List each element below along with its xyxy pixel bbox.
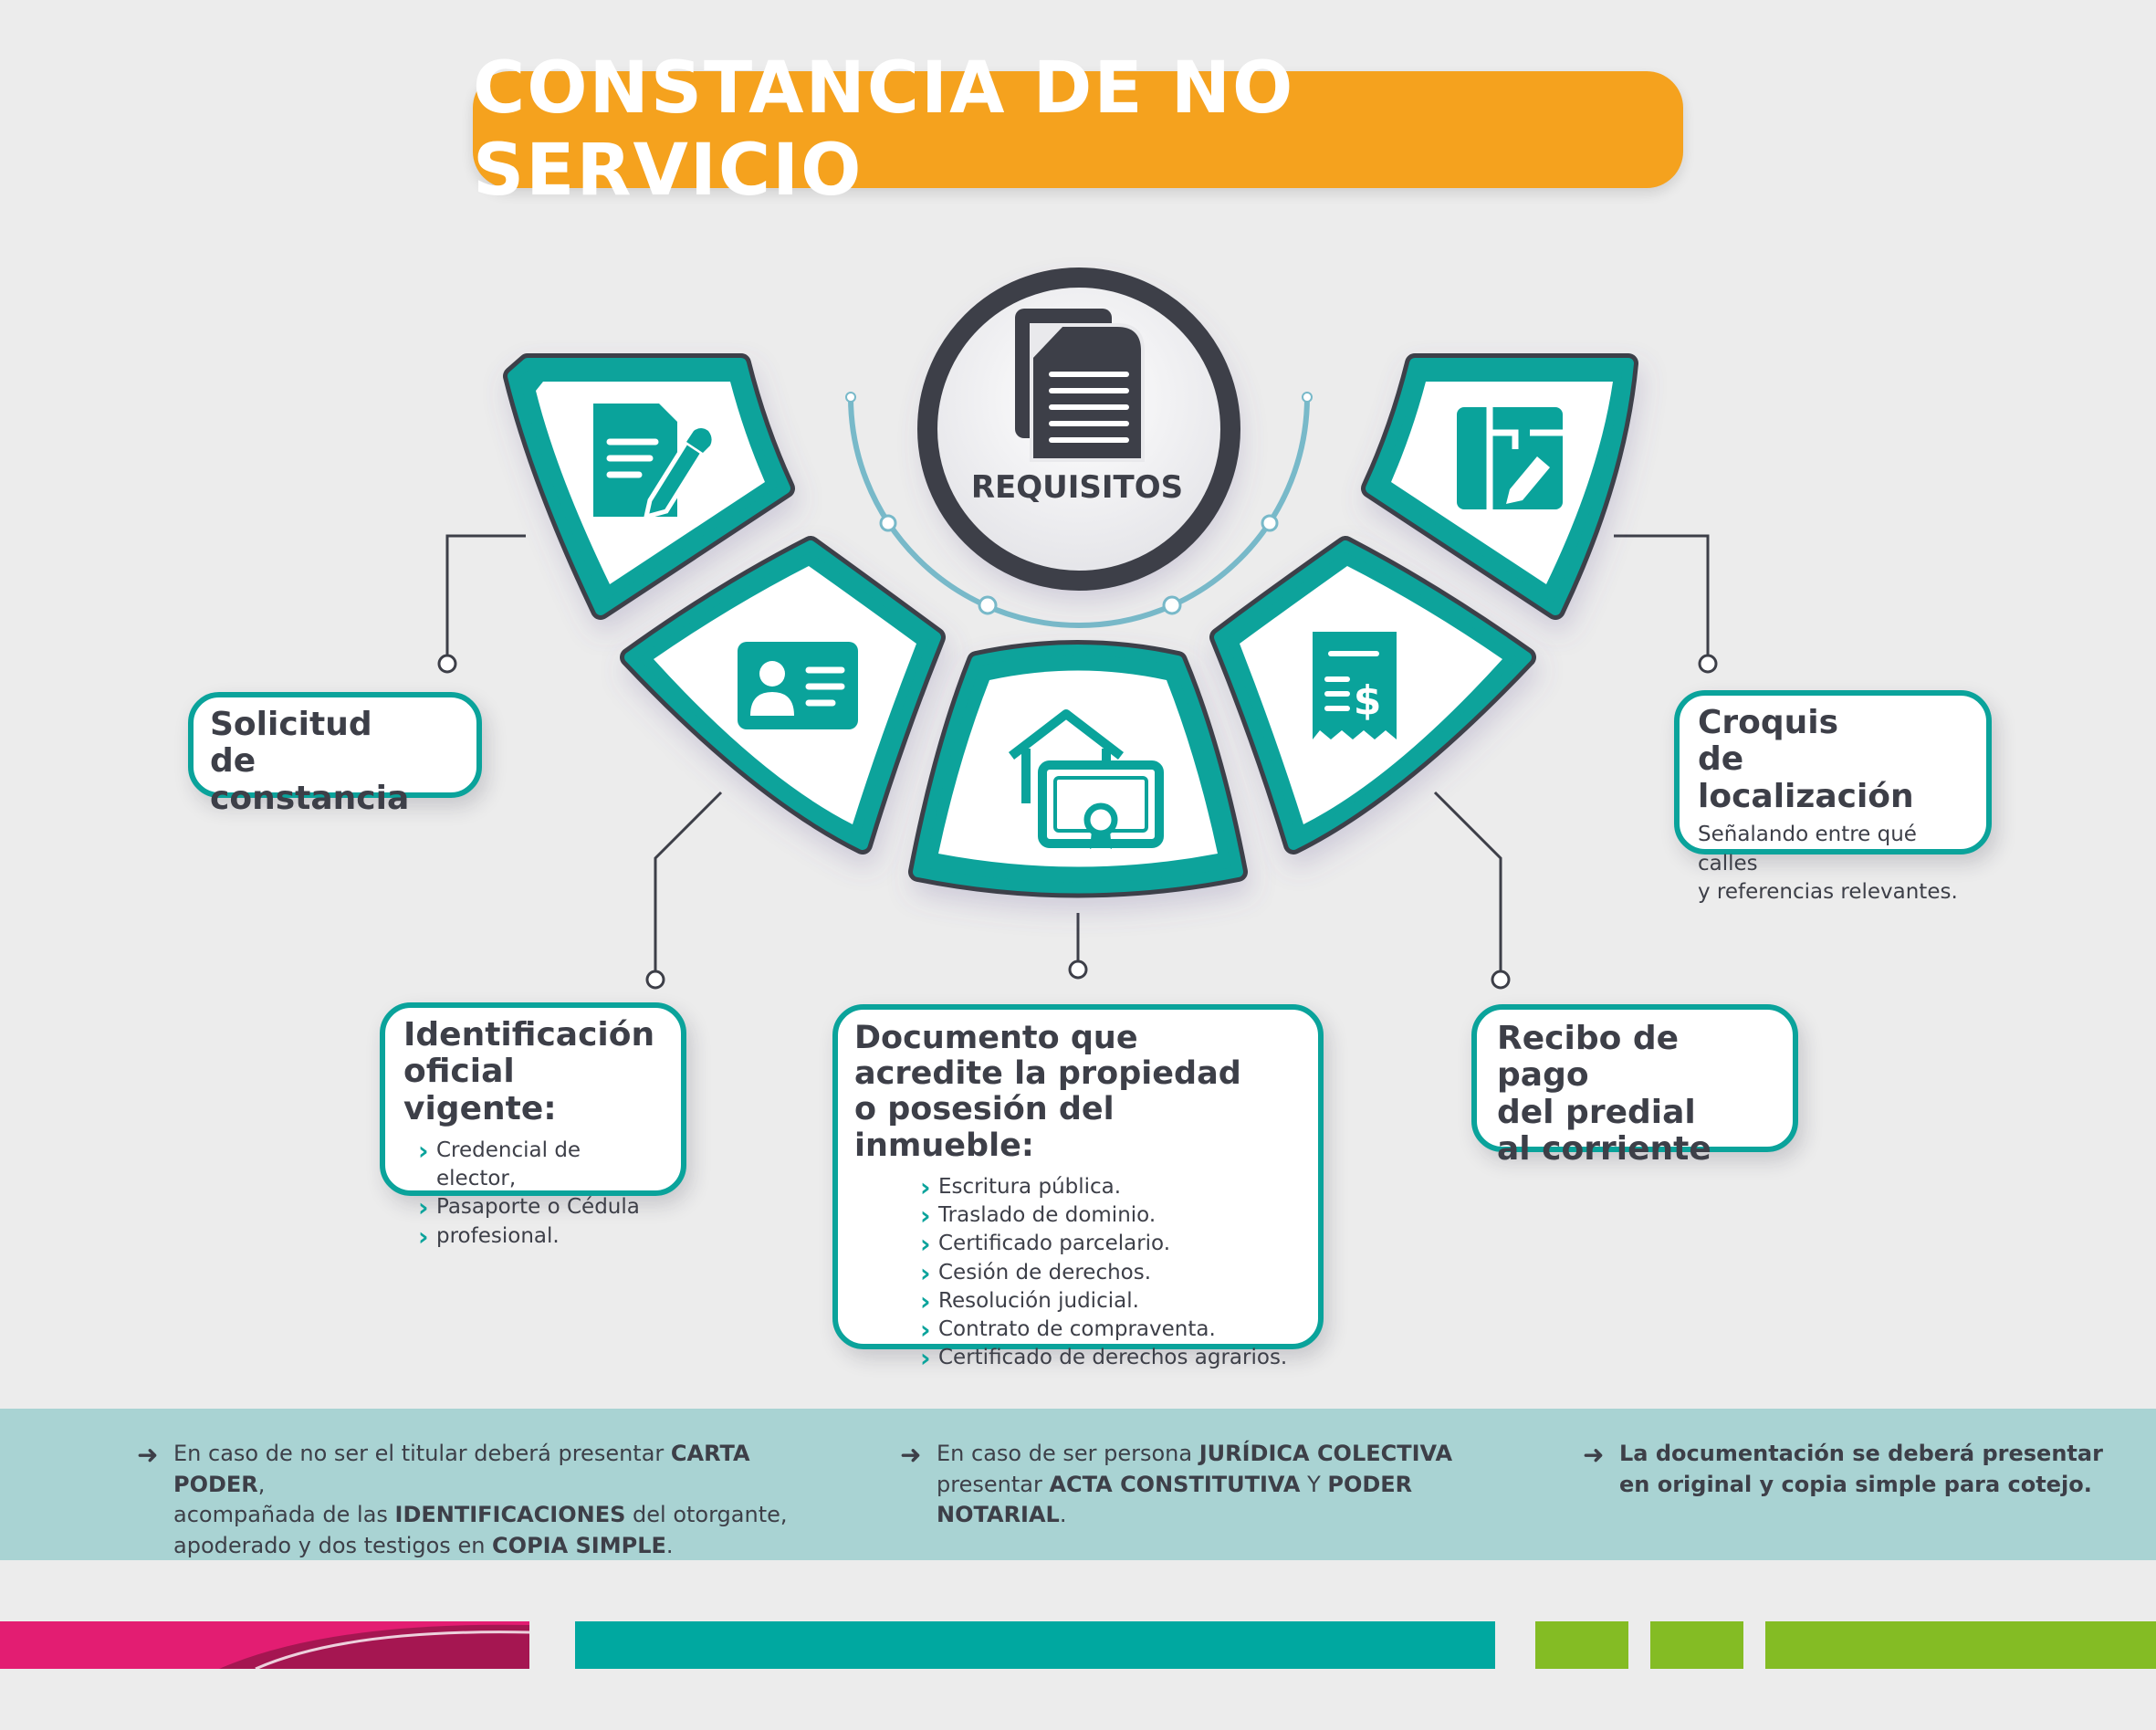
hub-label: REQUISITOS bbox=[970, 469, 1184, 506]
list-item: Contrato de compraventa. bbox=[918, 1313, 1302, 1347]
note-line: apoderado y dos testigos en COPIA SIMPLE… bbox=[173, 1532, 674, 1558]
list-item: Certificado parcelario. bbox=[918, 1227, 1302, 1262]
note-line: acompañada de las IDENTIFICACIONES del o… bbox=[173, 1502, 788, 1528]
card-subtitle: Señalando entre qué calles y referencias… bbox=[1698, 822, 1958, 905]
card-title: Croquis de localización bbox=[1698, 704, 1914, 815]
card-documento: Documento que acredite la propiedad o po… bbox=[832, 1004, 1324, 1377]
card-croquis: Croquis de localización Señalando entre … bbox=[1674, 690, 1992, 904]
hub-arc bbox=[845, 392, 1313, 628]
list-item: Pasaporte o Cédula bbox=[416, 1190, 663, 1225]
list-item: Escritura pública. bbox=[918, 1170, 1302, 1205]
stripe-lime-3 bbox=[1765, 1621, 2156, 1669]
card-solicitud: Solicitud de constancia bbox=[188, 692, 482, 816]
receipt-icon: $ bbox=[1313, 632, 1397, 739]
house-certificate-icon bbox=[1008, 709, 1164, 849]
form-pen-icon bbox=[593, 404, 712, 520]
connector-lines bbox=[437, 534, 1718, 990]
stripe-lime-1 bbox=[1535, 1621, 1628, 1669]
footer-notes-band bbox=[0, 1409, 2156, 1560]
id-card-icon bbox=[738, 642, 858, 729]
stripe-lime-2 bbox=[1650, 1621, 1743, 1669]
map-pencil-icon bbox=[1457, 407, 1563, 509]
stripe-teal bbox=[575, 1621, 1495, 1669]
note-persona-juridica: ➜ En caso de ser persona JURÍDICA COLECT… bbox=[900, 1439, 1521, 1531]
stripe-magenta bbox=[0, 1621, 529, 1669]
card-list: Credencial de elector, Pasaporte o Cédul… bbox=[416, 1134, 663, 1254]
list-item: Resolución judicial. bbox=[918, 1284, 1302, 1319]
svg-text:$: $ bbox=[1354, 677, 1382, 724]
list-item: Cesión de derechos. bbox=[918, 1256, 1302, 1291]
arrow-right-icon: ➜ bbox=[1583, 1440, 1605, 1470]
card-title: Recibo de pago del predial al corriente bbox=[1497, 1020, 1711, 1168]
note-line: en original y copia simple para cotejo. bbox=[1619, 1471, 2092, 1497]
note-line: En caso de no ser el titular deberá pres… bbox=[173, 1441, 750, 1497]
note-carta-poder: ➜ En caso de no ser el titular deberá pr… bbox=[137, 1439, 831, 1561]
list-item: Certificado de derechos agrarios. bbox=[918, 1341, 1302, 1376]
arrow-right-icon: ➜ bbox=[137, 1440, 159, 1470]
card-identificacion: Identificación oficial vigente: Credenci… bbox=[380, 1002, 686, 1254]
list-item: profesional. bbox=[416, 1220, 663, 1254]
arrow-right-icon: ➜ bbox=[900, 1440, 922, 1470]
card-title: Solicitud de constancia bbox=[210, 706, 410, 817]
list-item: Credencial de elector, bbox=[416, 1134, 663, 1194]
card-title: Documento que acredite la propiedad o po… bbox=[854, 1020, 1241, 1164]
note-line: En caso de ser persona JURÍDICA COLECTIV… bbox=[937, 1441, 1453, 1466]
note-line: presentar ACTA CONSTITUTIVA Y PODER NOTA… bbox=[937, 1471, 1413, 1528]
note-documentacion: ➜ La documentación se deberá presentar e… bbox=[1583, 1439, 2130, 1500]
list-item: Traslado de dominio. bbox=[918, 1199, 1302, 1233]
card-recibo: Recibo de pago del predial al corriente bbox=[1471, 1004, 1798, 1168]
document-icon bbox=[1015, 309, 1145, 462]
note-line: La documentación se deberá presentar bbox=[1619, 1441, 2103, 1466]
card-list: Escritura pública. Traslado de dominio. … bbox=[918, 1170, 1302, 1377]
card-title: Identificación oficial vigente: bbox=[403, 1016, 655, 1127]
